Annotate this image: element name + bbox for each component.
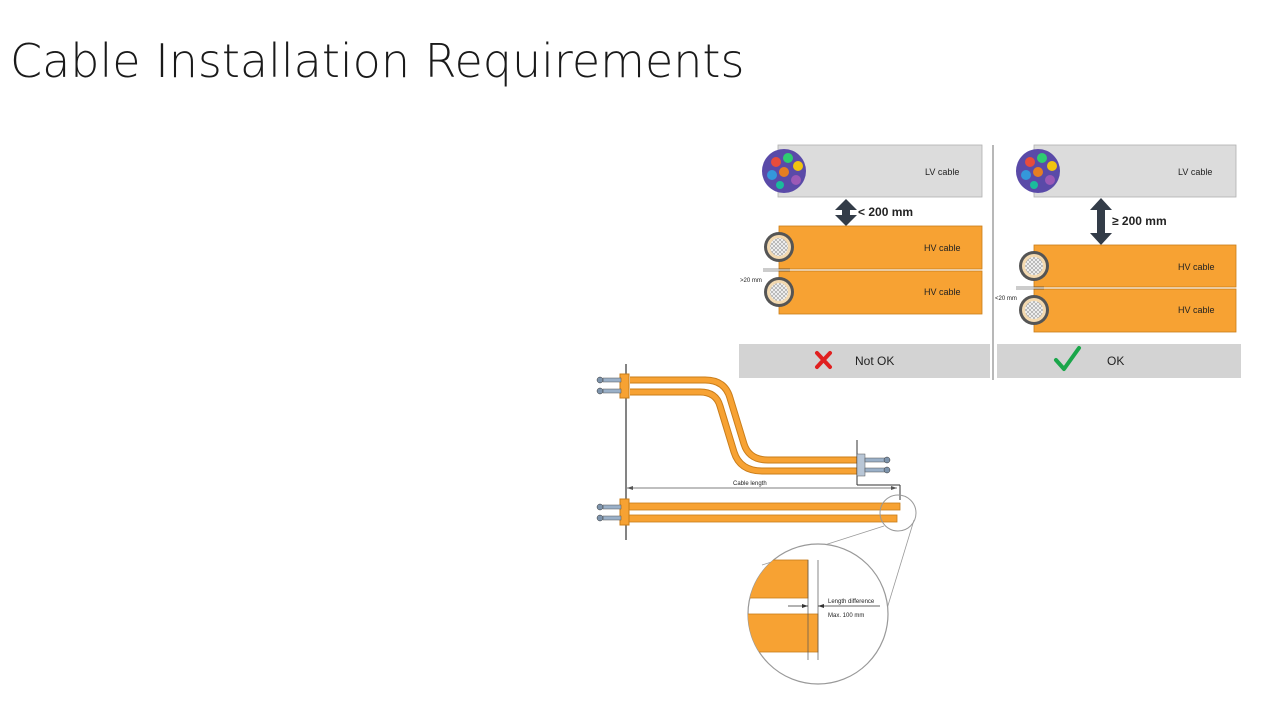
length-difference-detail: Length difference Max. 100 mm <box>747 543 889 685</box>
hv-cable-label: HV cable <box>1178 305 1215 315</box>
hv-cable-bottom: HV cable <box>1019 288 1237 333</box>
max-length-label: Max. 100 mm <box>828 613 864 619</box>
ok-panel: LV cable ≥ 200 mm HV cable HV cable <20 … <box>995 144 1241 378</box>
lv-cable-label: LV cable <box>1178 167 1212 177</box>
distance-label: < 200 mm <box>858 205 913 219</box>
cross-icon <box>815 351 832 369</box>
detail-marker <box>879 494 917 532</box>
lv-cable: LV cable <box>762 144 983 198</box>
cable-length-diagram: Cable length <box>596 364 917 685</box>
not-ok-panel: LV cable < 200 mm HV cable HV cable >20 … <box>739 144 990 378</box>
cable-lug-icon <box>596 498 630 526</box>
page-title: Cable Installation Requirements <box>10 34 745 88</box>
straight-cable-pair <box>627 502 901 523</box>
hv-cable-top: HV cable <box>764 225 983 270</box>
distance-arrow-icon <box>835 199 857 226</box>
lv-cable-label: LV cable <box>925 167 959 177</box>
cable-lug-icon <box>596 373 630 399</box>
hv-cable-label: HV cable <box>1178 262 1215 272</box>
check-icon <box>1054 346 1081 371</box>
distance-arrow-icon <box>1090 198 1112 245</box>
cable-length-label: Cable length <box>733 481 767 487</box>
verdict-bar <box>997 344 1241 378</box>
hv-cable-label: HV cable <box>924 287 961 297</box>
hv-cable-bottom: HV cable <box>764 270 983 315</box>
gap-label: <20 mm <box>995 296 1017 302</box>
verdict-label: Not OK <box>855 354 894 368</box>
lv-cable: LV cable <box>1016 144 1237 198</box>
verdict-bar <box>739 344 990 378</box>
hv-cable-top: HV cable <box>1019 244 1237 288</box>
length-difference-label: Length difference <box>828 599 875 605</box>
gap-label: >20 mm <box>740 278 762 284</box>
hv-cable-label: HV cable <box>924 243 961 253</box>
verdict-label: OK <box>1107 354 1124 368</box>
distance-label: ≥ 200 mm <box>1112 214 1167 228</box>
terminal-bracket-icon <box>856 440 901 500</box>
bent-cable-pair <box>630 376 860 475</box>
